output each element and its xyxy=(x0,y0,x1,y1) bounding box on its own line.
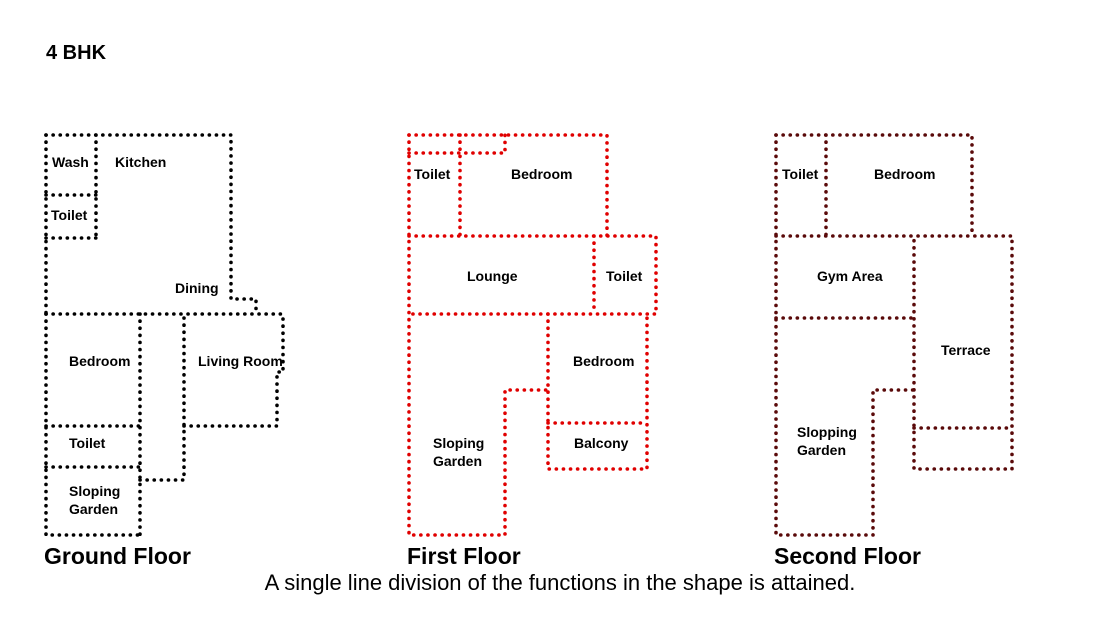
room-label-toilet: Toilet xyxy=(782,166,819,182)
room-label-dining: Dining xyxy=(175,280,219,296)
room-label-toilet: Toilet xyxy=(69,435,106,451)
second-floor-walls xyxy=(774,133,1014,537)
room-label-bedroom: Bedroom xyxy=(874,166,935,182)
room-label-sloping: Sloping xyxy=(69,483,120,499)
floor-label-first: First Floor xyxy=(407,543,521,569)
room-label-toilet: Toilet xyxy=(606,268,643,284)
room-label-bedroom: Bedroom xyxy=(69,353,130,369)
room-label-slopping: Slopping xyxy=(797,424,857,440)
room-label-lounge: Lounge xyxy=(467,268,518,284)
floor-label-ground: Ground Floor xyxy=(44,543,191,569)
first-floor-plan: Toilet Bedroom Lounge Toilet Bedroom Slo… xyxy=(407,133,658,569)
ground-floor-walls xyxy=(44,133,285,537)
second-floor-plan: Toilet Bedroom Gym Area Terrace Slopping… xyxy=(774,133,1014,569)
caption: A single line division of the functions … xyxy=(264,570,856,595)
room-label-bedroom: Bedroom xyxy=(511,166,572,182)
room-label-garden: Garden xyxy=(69,501,118,517)
room-label-garden: Garden xyxy=(433,453,482,469)
room-label-sloping: Sloping xyxy=(433,435,484,451)
room-label-toilet: Toilet xyxy=(414,166,451,182)
room-label-gym-area: Gym Area xyxy=(817,268,883,284)
first-floor-walls xyxy=(407,133,658,537)
room-label-garden: Garden xyxy=(797,442,846,458)
room-label-kitchen: Kitchen xyxy=(115,154,166,170)
ground-floor-plan: Wash Kitchen Toilet Dining Bedroom Livin… xyxy=(44,133,285,569)
room-label-toilet: Toilet xyxy=(51,207,88,223)
room-label-living-room: Living Room xyxy=(198,353,283,369)
room-label-bedroom: Bedroom xyxy=(573,353,634,369)
floor-label-second: Second Floor xyxy=(774,543,921,569)
room-label-balcony: Balcony xyxy=(574,435,629,451)
page-title: 4 BHK xyxy=(46,42,107,64)
room-label-terrace: Terrace xyxy=(941,342,991,358)
room-label-wash: Wash xyxy=(52,154,89,170)
